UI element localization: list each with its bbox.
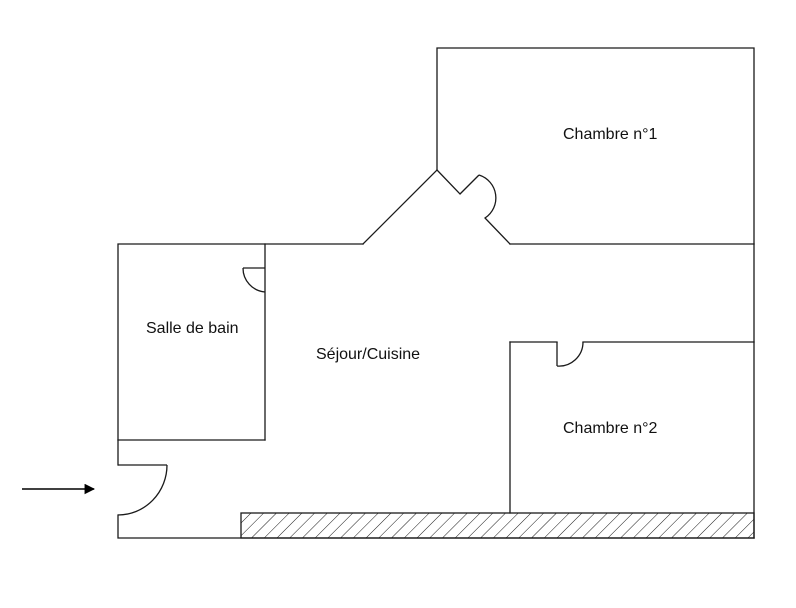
- door-swing-icon: [117, 464, 168, 516]
- room-label-living: Séjour/Cuisine: [316, 346, 420, 363]
- outer-walls: [117, 47, 755, 539]
- door-swing-icon: [556, 341, 584, 367]
- room-label-bedroom1: Chambre n°1: [563, 126, 658, 143]
- hatched-strip: [240, 512, 755, 539]
- room-label-bathroom: Salle de bain: [146, 320, 239, 337]
- door-swing-icon: [242, 267, 266, 293]
- bedroom1-entry-walls: [362, 169, 755, 245]
- bathroom-walls: [117, 243, 266, 441]
- room-label-bedroom2: Chambre n°2: [563, 420, 658, 437]
- door-swing-icon: [459, 174, 497, 219]
- bedroom2-walls: [509, 341, 755, 514]
